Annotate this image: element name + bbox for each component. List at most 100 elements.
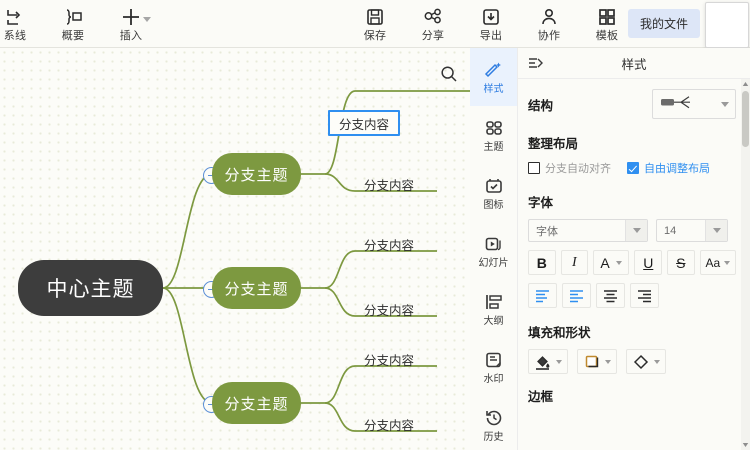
checkbox-box-checked	[627, 162, 639, 174]
toolbar-template[interactable]: 模板	[578, 0, 636, 48]
toolbar-export[interactable]: 导出	[462, 0, 520, 48]
scroll-up-arrow-icon[interactable]	[741, 79, 750, 89]
structure-section: 结构	[528, 89, 736, 119]
rail-item-outline[interactable]: 大纲	[470, 280, 517, 338]
template-icon	[597, 6, 617, 28]
align-center-button[interactable]	[596, 283, 625, 308]
canvas-search-button[interactable]	[437, 62, 461, 86]
style-panel-header: 样式	[518, 48, 750, 79]
toolbar-summary-label: 概要	[61, 30, 85, 42]
panel-scrollbar[interactable]	[741, 79, 750, 450]
rail-item-slides-label: 幻灯片	[478, 258, 509, 269]
border-section: 边框	[528, 386, 736, 405]
leaf-node-selected[interactable]: 分支内容	[328, 110, 400, 136]
structure-title: 结构	[528, 98, 554, 113]
toolbar-popup-box[interactable]	[705, 2, 749, 48]
italic-button[interactable]: I	[560, 250, 589, 275]
fill-color-button[interactable]	[528, 349, 568, 374]
checkbox-auto-align[interactable]: 分支自动对齐	[528, 160, 611, 176]
fill-section: 填充和形状	[528, 322, 736, 374]
collapse-panel-icon[interactable]	[528, 56, 544, 75]
font-family-value: 字体	[536, 225, 558, 238]
toolbar-relation-line[interactable]: 系线	[0, 0, 44, 48]
mindmap-canvas[interactable]: 中心主题 分支主题 分支内容 分支内容 分支主题 分支内容 分支内容 分支主题 …	[0, 48, 470, 450]
rail-item-history-label: 历史	[483, 432, 504, 443]
leaf-node-3-2[interactable]: 分支内容	[364, 418, 415, 433]
branch-topic-node-1[interactable]: 分支主题	[212, 153, 301, 195]
font-size-select[interactable]: 14	[656, 219, 728, 242]
icon-badge-icon	[484, 175, 504, 197]
summary-icon	[62, 6, 84, 28]
align-auto-button[interactable]	[528, 283, 557, 308]
fill-title: 填充和形状	[528, 326, 591, 340]
toolbar-save[interactable]: 保存	[346, 0, 404, 48]
align-left-icon	[570, 289, 583, 302]
collaborate-icon	[539, 6, 559, 28]
slideshow-icon	[484, 233, 504, 255]
toolbar-insert[interactable]: 插入	[102, 0, 160, 48]
rail-item-theme[interactable]: 主题	[470, 106, 517, 164]
font-align-buttons	[528, 283, 736, 308]
theme-grid-icon	[484, 117, 504, 139]
branch-topic-node-3[interactable]: 分支主题	[212, 382, 301, 424]
shape-button[interactable]	[577, 349, 617, 374]
text-case-button[interactable]: Aa	[699, 250, 736, 275]
layout-title: 整理布局	[528, 137, 579, 151]
save-icon	[365, 6, 385, 28]
rail-item-watermark[interactable]: 水印	[470, 338, 517, 396]
leaf-node-2-2[interactable]: 分支内容	[364, 303, 415, 318]
leaf-node-1-2[interactable]: 分支内容	[364, 178, 415, 193]
rail-item-style[interactable]: 样式	[470, 48, 517, 106]
square-shape-icon	[585, 355, 598, 367]
toolbar-share[interactable]: 分享	[404, 0, 462, 48]
diamond-shape-icon	[633, 354, 648, 369]
leaf-node-3-1[interactable]: 分支内容	[364, 353, 415, 368]
my-files-button[interactable]: 我的文件	[628, 9, 701, 38]
font-family-select[interactable]: 字体	[528, 219, 648, 242]
rail-item-style-label: 样式	[483, 84, 504, 95]
font-controls-row: 字体 14	[528, 219, 736, 242]
layout-options: 分支自动对齐 自由调整布局	[528, 160, 736, 176]
style-panel-title: 样式	[621, 57, 647, 72]
share-icon	[423, 6, 443, 28]
chevron-down-icon	[625, 220, 647, 241]
chevron-down-icon	[604, 359, 611, 364]
scroll-down-arrow-icon[interactable]	[741, 440, 750, 450]
branch-topic-node-2[interactable]: 分支主题	[212, 267, 301, 309]
style-panel: 样式 结构 整理布局 分支自动对齐	[518, 48, 750, 450]
shape-style-button[interactable]	[626, 349, 666, 374]
rail-item-icon[interactable]: 图标	[470, 164, 517, 222]
chevron-down-icon	[555, 359, 562, 364]
toolbar-template-label: 模板	[595, 30, 619, 42]
chevron-down-icon	[653, 359, 660, 364]
checkbox-free-layout[interactable]: 自由调整布局	[627, 160, 710, 176]
structure-select[interactable]	[652, 89, 736, 119]
rail-item-history[interactable]: 历史	[470, 396, 517, 450]
checkbox-auto-align-label: 分支自动对齐	[545, 163, 611, 175]
text-color-button[interactable]: A	[593, 250, 630, 275]
toolbar-save-label: 保存	[363, 30, 387, 42]
toolbar-insert-label: 插入	[119, 30, 143, 42]
scrollbar-thumb[interactable]	[742, 91, 749, 147]
leaf-node-2-1[interactable]: 分支内容	[364, 238, 415, 253]
chevron-down-icon	[721, 101, 729, 107]
toolbar-right-group: 保存 分享 导出 协作	[346, 0, 636, 48]
align-right-button[interactable]	[630, 283, 659, 308]
toolbar-relation-line-label: 系线	[3, 30, 27, 42]
rail-item-watermark-label: 水印	[483, 374, 504, 385]
bold-button[interactable]: B	[528, 250, 556, 275]
strikethrough-button[interactable]: S	[667, 250, 695, 275]
toolbar-export-label: 导出	[479, 30, 503, 42]
toolbar-collaborate[interactable]: 协作	[520, 0, 578, 48]
fill-buttons	[528, 349, 736, 374]
toolbar-summary[interactable]: 概要	[44, 0, 102, 48]
rail-item-theme-label: 主题	[483, 142, 504, 153]
chevron-down-icon[interactable]	[143, 17, 151, 22]
font-style-buttons: B I A U S Aa	[528, 250, 736, 275]
central-topic-node[interactable]: 中心主题	[18, 260, 163, 316]
underline-button[interactable]: U	[634, 250, 663, 275]
history-icon	[484, 407, 504, 429]
font-section: 字体 字体 14 B I A	[528, 192, 736, 308]
align-left-button[interactable]	[562, 283, 591, 308]
rail-item-slides[interactable]: 幻灯片	[470, 222, 517, 280]
